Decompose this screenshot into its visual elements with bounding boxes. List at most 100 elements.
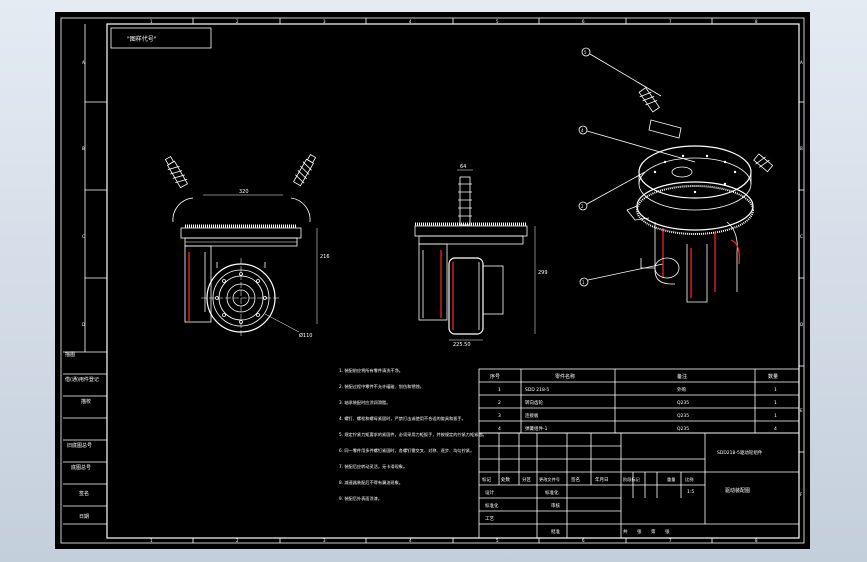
bom-row-1-name: SDD 218-5 xyxy=(525,387,549,393)
rev-label-count: 处数 xyxy=(501,476,510,483)
zone-top-8: 8 xyxy=(755,19,758,24)
isometric-view: 5 4 2 1 xyxy=(578,47,774,303)
zone-right-F: F xyxy=(800,492,803,497)
zone-bottom-7: 7 xyxy=(669,538,672,543)
svg-text:1: 1 xyxy=(582,280,585,285)
dim-front-height: 216 xyxy=(320,254,330,260)
bom-header-qty: 数量 xyxy=(768,373,778,380)
bom-row-2-no: 2 xyxy=(498,400,501,406)
bom-row-3-no: 3 xyxy=(498,413,501,419)
weight-label: 重量 xyxy=(667,476,675,483)
register-extra-1: 描图 xyxy=(65,351,75,358)
register-extra-2: 描校 xyxy=(81,398,91,405)
rev-label-date: 年月日 xyxy=(595,476,609,483)
balloon-5 xyxy=(581,47,591,57)
scale-label: 比例 xyxy=(685,476,693,483)
rev-label-sign: 签名 xyxy=(571,476,580,483)
register-label-3: 底图总号 xyxy=(71,464,91,471)
role-review: 审核 xyxy=(551,502,560,509)
bom-row-2-qty: 1 xyxy=(774,400,777,406)
sheet-no-a: 第 xyxy=(651,528,656,535)
stage-label: 阶段标记 xyxy=(623,476,641,483)
svg-text:2: 2 xyxy=(581,204,584,209)
zone-top-1: 1 xyxy=(150,19,153,24)
zone-left-D: D xyxy=(82,322,85,327)
zone-right-D: D xyxy=(800,322,803,327)
left-side-register: 描图 借(通)用件登记 描校 旧底图总号 底图总号 签名 日期 xyxy=(63,351,107,525)
sheet-total-a: 共 xyxy=(623,528,628,535)
zone-bottom-3: 3 xyxy=(323,538,326,543)
drawing-code-box xyxy=(110,27,212,49)
rev-label-zone: 分区 xyxy=(522,476,531,483)
zone-right-B: B xyxy=(800,146,803,151)
note-7: 7. 装配后应转动灵活，无卡滞现象。 xyxy=(339,463,407,470)
bom-row-4-name: 弹簧组件-1 xyxy=(525,425,548,432)
register-label-1: 借(通)用件登记 xyxy=(65,376,99,383)
note-8: 8. 减速器装配后不得有漏油现象。 xyxy=(339,479,403,486)
drawing-code-label: "图样代号" xyxy=(127,35,157,43)
zone-bottom-1: 1 xyxy=(150,538,153,543)
bom-header-name: 零件名称 xyxy=(555,373,575,380)
zone-top-4: 4 xyxy=(409,19,412,24)
role-check-std: 标准化 xyxy=(485,502,499,509)
zone-bottom-4: 4 xyxy=(409,538,412,543)
balloon-2 xyxy=(578,201,588,211)
balloon-4 xyxy=(578,125,588,135)
note-3: 3. 轴承装配时应涂润滑脂。 xyxy=(339,399,390,406)
bom-header-remark: 备注 xyxy=(677,373,687,380)
side-view: 64 299 225.50 xyxy=(414,164,548,348)
role-std: 标准化 xyxy=(545,489,559,496)
zone-bottom-5: 5 xyxy=(496,538,499,543)
bom-row-1-remark: 外购 xyxy=(677,386,686,393)
bom-row-3-qty: 1 xyxy=(774,413,777,419)
zone-top-2: 2 xyxy=(236,19,239,24)
bom-row-1-qty: 1 xyxy=(774,387,777,393)
bom-row-4-no: 4 xyxy=(498,426,501,432)
zone-right-E: E xyxy=(800,408,803,413)
note-5: 5. 规定拧紧力矩要求的紧固件，必须采用力矩扳手，并按规定的拧紧力矩紧固。 xyxy=(339,431,487,438)
zone-top-5: 5 xyxy=(496,19,499,24)
technical-notes: 1. 装配前应将所有零件清洗干净。 2. 装配过程中零件不允许磕碰、划伤和锈蚀。… xyxy=(339,367,487,502)
zone-markers-left: A B C D xyxy=(82,24,107,352)
outer-frame xyxy=(60,17,805,544)
zone-markers-bottom: 1 2 3 4 5 6 7 8 xyxy=(150,538,758,543)
balloon-1 xyxy=(579,277,589,287)
svg-text:4: 4 xyxy=(581,128,584,133)
dim-side-height: 299 xyxy=(538,270,548,276)
zone-right-A: A xyxy=(800,60,803,65)
zone-bottom-6: 6 xyxy=(582,538,585,543)
bom-row-3-remark: Q235 xyxy=(677,413,689,419)
rev-label-file: 更改文件号 xyxy=(539,476,560,483)
zone-left-A: A xyxy=(82,60,85,65)
sheet-total-b: 张 xyxy=(637,528,642,535)
zone-left-B: B xyxy=(82,146,85,151)
front-view: 320 216 Ø110 xyxy=(164,153,330,339)
bom-row-4-qty: 4 xyxy=(774,426,777,432)
role-process: 工艺 xyxy=(485,516,494,522)
cad-drawing-viewport[interactable]: 1 2 3 4 5 6 7 8 1 2 3 4 5 6 7 8 A B C D xyxy=(55,12,810,549)
register-label-2: 旧底图总号 xyxy=(67,442,92,449)
note-4: 4. 螺钉、螺栓和螺母紧固时，严禁打击或使用不合适的旋具和扳手。 xyxy=(339,415,466,422)
role-approve: 批准 xyxy=(551,528,560,535)
zone-right-C: C xyxy=(800,234,803,239)
zone-bottom-8: 8 xyxy=(755,538,758,543)
zone-top-6: 6 xyxy=(582,19,585,24)
zone-top-7: 7 xyxy=(669,19,672,24)
role-design: 设计 xyxy=(485,489,494,496)
bom-row-2-name: 转向齿轮 xyxy=(525,399,543,406)
spring-right xyxy=(292,153,317,187)
drawing-name: 驱动装配图 xyxy=(725,487,750,494)
svg-text:5: 5 xyxy=(584,50,587,55)
bom-table: 序号 零件名称 备注 数量 1 SDD 218-5 外购 1 2 转向齿轮 Q2… xyxy=(478,368,800,434)
spring-left xyxy=(164,155,189,189)
note-6: 6. 同一零件用多件螺钉紧固时，各螺钉需交叉、对称、逐步、均匀拧紧。 xyxy=(339,447,474,454)
bom-row-2-remark: Q235 xyxy=(677,400,689,406)
bom-row-1-no: 1 xyxy=(498,387,501,393)
bom-row-4-remark: Q235 xyxy=(677,426,689,432)
zone-bottom-2: 2 xyxy=(236,538,239,543)
title-block: 标记 处数 分区 更改文件号 签名 年月日 设计 标准化 工艺 标准化 审核 批… xyxy=(478,432,800,539)
register-label-4: 签名 xyxy=(79,490,89,497)
dim-circle-dia: Ø110 xyxy=(299,332,312,339)
bom-header-no: 序号 xyxy=(490,373,500,380)
register-label-5: 日期 xyxy=(79,514,89,520)
